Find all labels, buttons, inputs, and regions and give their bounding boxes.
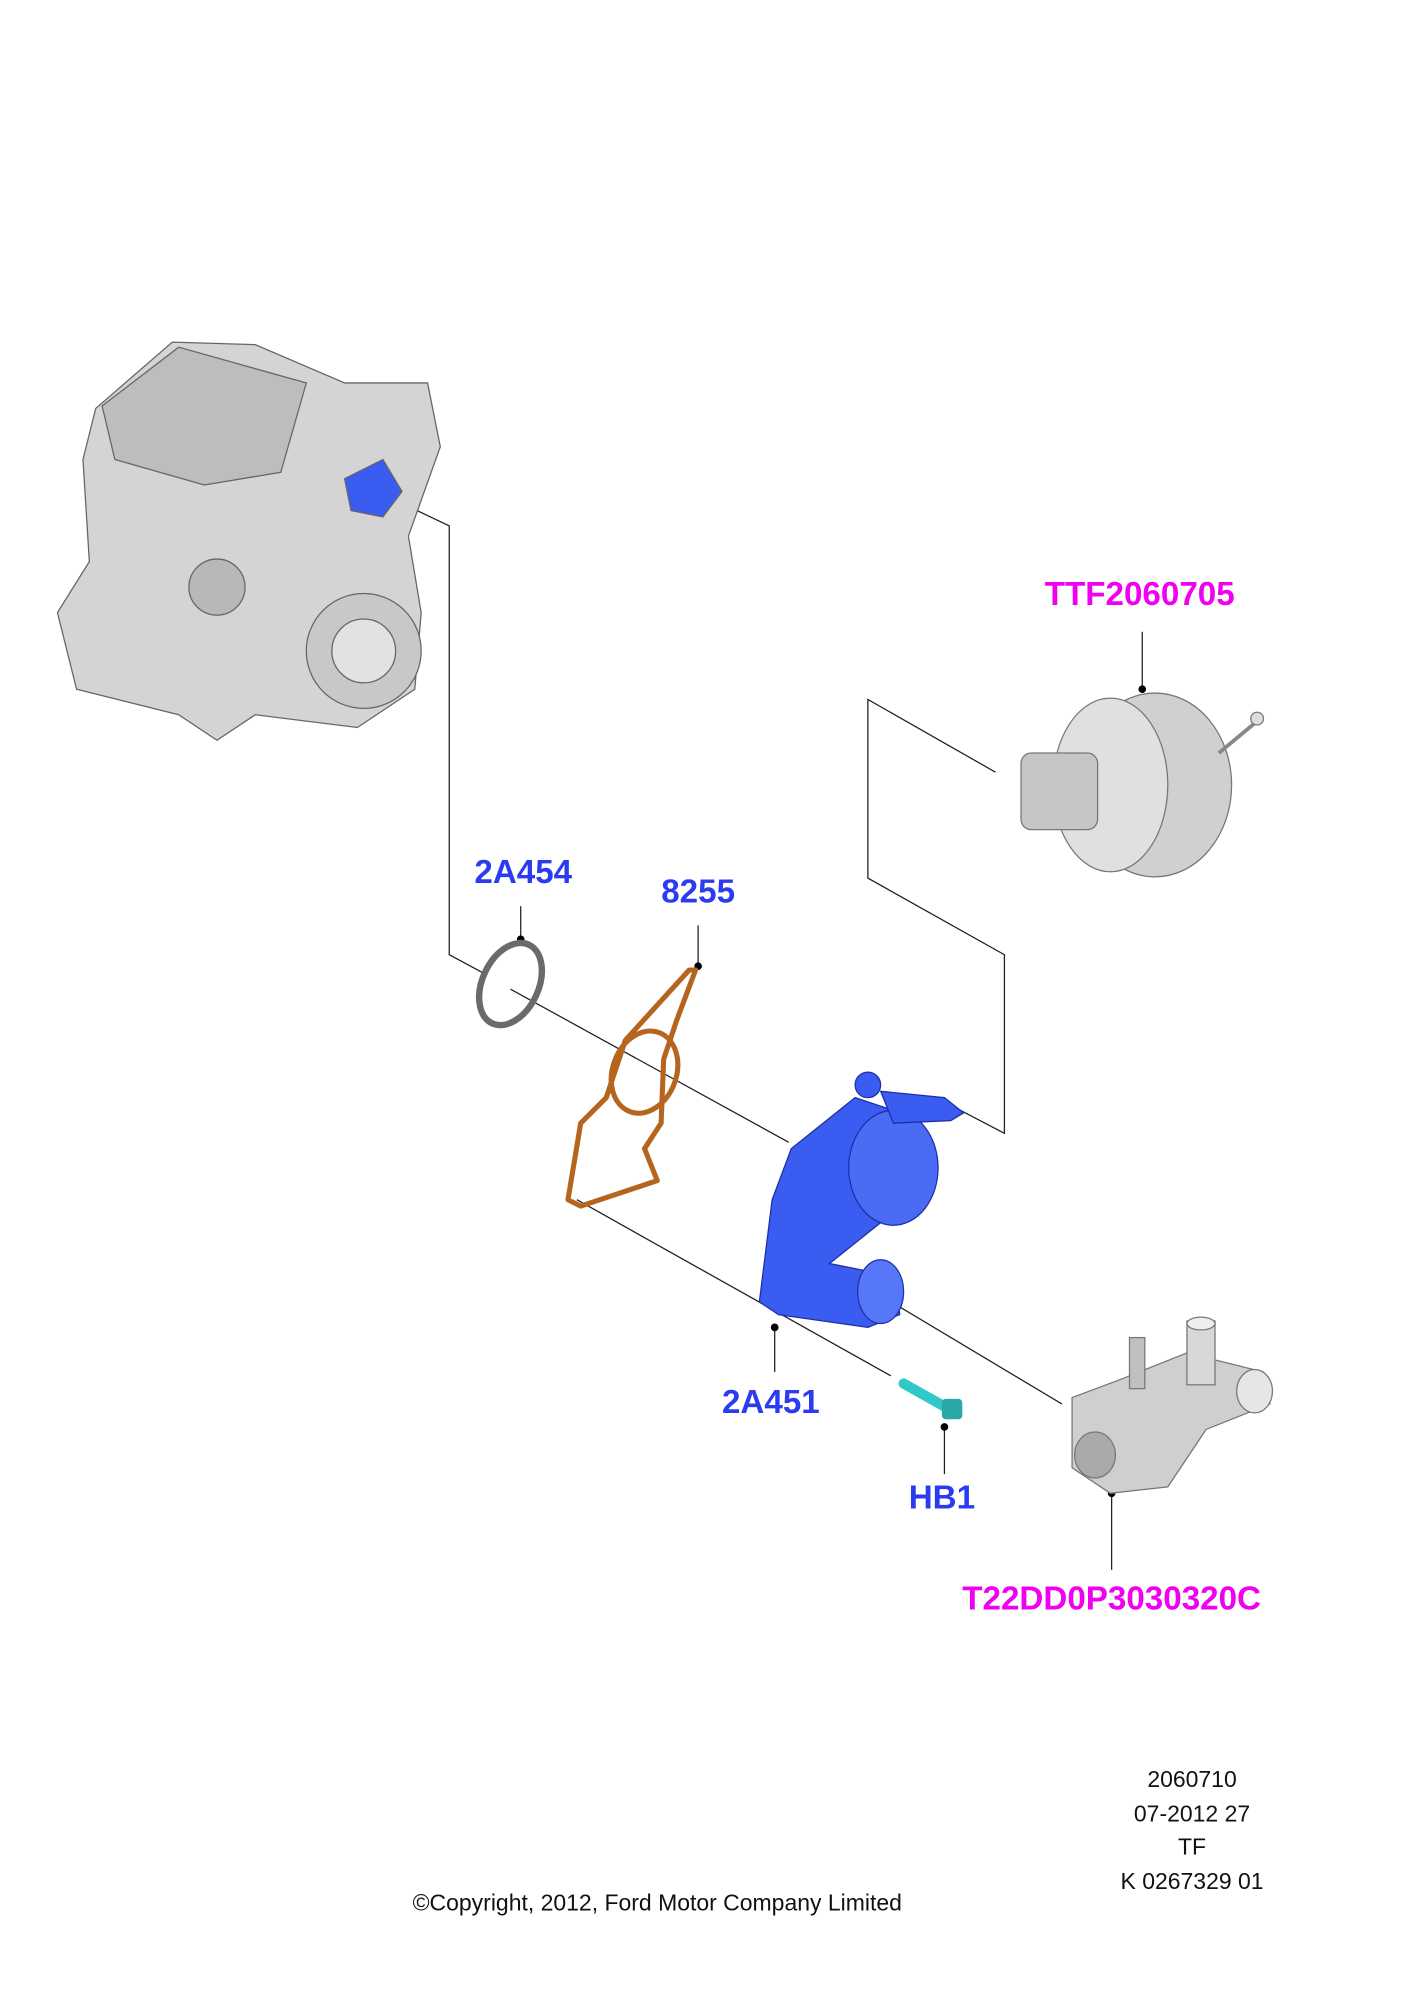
callout-booster[interactable]: TTF2060705 [1045,576,1235,613]
copyright: ©Copyright, 2012, Ford Motor Company Lim… [413,1890,902,1916]
vacuum-pump-illustration [758,1071,965,1329]
brake-booster-illustration [1020,692,1265,878]
callout-seal-ring[interactable]: 2A454 [474,854,572,891]
gasket-illustration [565,967,699,1209]
info-line-2: 07-2012 27 [1134,1800,1250,1826]
info-line-3: TF [1178,1833,1206,1859]
info-line-4: K 0267329 01 [1121,1868,1264,1894]
bolt-illustration [898,1378,963,1420]
callout-gasket[interactable]: 8255 [661,873,735,910]
thermostat-housing-illustration [1071,1316,1274,1494]
callout-vacuum-pump[interactable]: 2A451 [722,1384,820,1421]
seal-ring-illustration [475,939,546,1029]
engine-illustration [56,341,441,742]
info-line-1: 2060710 [1147,1766,1236,1792]
callout-thermostat-housing[interactable]: T22DD0P3030320C [962,1580,1261,1617]
callout-bolt[interactable]: HB1 [909,1480,975,1517]
